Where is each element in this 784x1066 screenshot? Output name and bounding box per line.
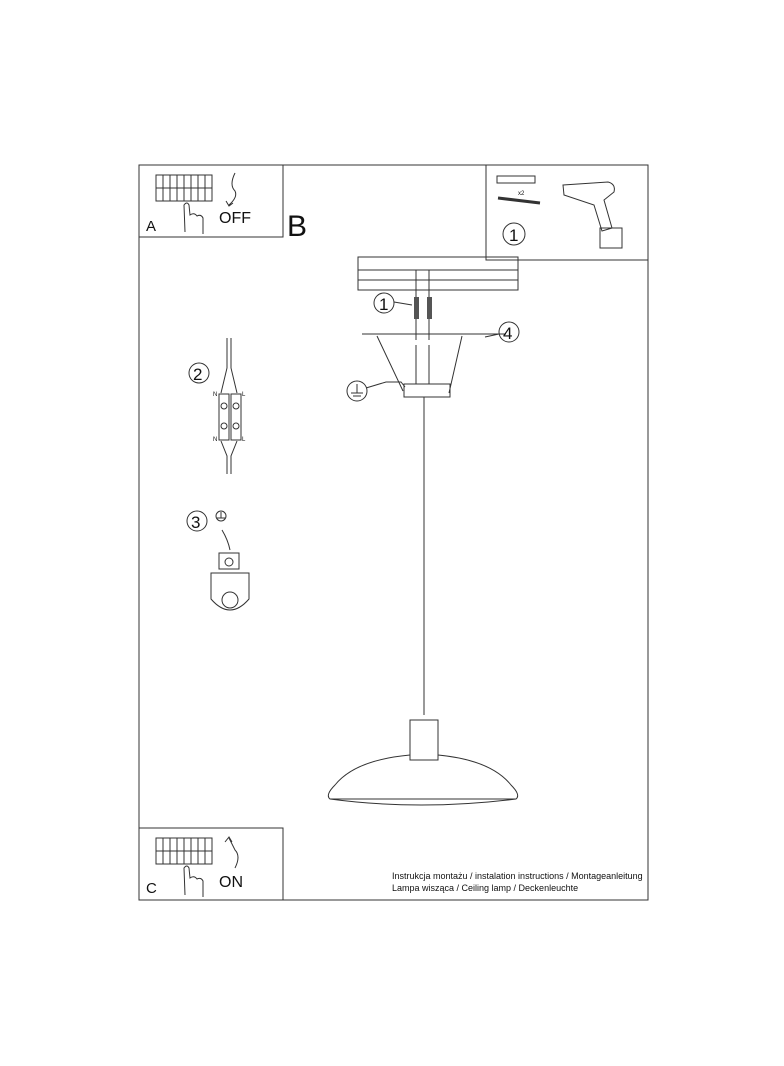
footer-line-1: Instrukcja montażu / instalation instruc…	[392, 871, 643, 881]
terminal-block-icon	[218, 393, 242, 441]
circuit-breaker-icon	[155, 174, 213, 202]
arrow-down-icon	[225, 172, 237, 207]
panel-c-power-on: C ON	[138, 827, 284, 901]
circuit-breaker-icon	[155, 837, 213, 865]
step-3-ground: 3	[186, 510, 250, 611]
svg-text:N: N	[213, 437, 217, 443]
svg-text:1: 1	[379, 295, 388, 314]
arrow-up-icon	[224, 836, 239, 869]
hand-icon	[183, 202, 204, 234]
lamp-shade	[327, 719, 519, 806]
step-c-letter: C	[146, 880, 157, 897]
screw-icon	[497, 196, 541, 205]
footer-line-2: Lampa wisząca / Ceiling lamp / Deckenleu…	[392, 883, 578, 893]
step-2-wiring: 2 N L N L	[188, 338, 246, 474]
tools-quantity: x2	[518, 191, 525, 197]
callout-3: 3	[191, 513, 200, 532]
step-a-letter: A	[146, 218, 156, 235]
ground-symbol-icon	[215, 510, 227, 522]
panel-a-power-off: A OFF	[138, 164, 284, 238]
callout-1-anchors: 1	[373, 292, 413, 314]
ceiling-mount-assembly	[346, 256, 519, 402]
step-a-action: OFF	[219, 210, 251, 227]
svg-text:N: N	[213, 392, 217, 398]
step-c-action: ON	[219, 874, 243, 891]
hand-icon	[183, 865, 204, 897]
tools-panel: x2 1	[485, 164, 649, 261]
svg-text:4: 4	[503, 324, 512, 343]
ground-symbol-icon	[346, 380, 368, 402]
svg-text:L: L	[242, 437, 246, 443]
wall-plug-icon	[496, 175, 536, 184]
tools-step-number: 1	[509, 226, 518, 245]
svg-text:L: L	[242, 392, 246, 398]
callout-2: 2	[193, 365, 202, 384]
drill-icon	[562, 181, 623, 249]
step-b-letter: B	[287, 210, 307, 243]
page-frame	[138, 164, 649, 901]
callout-4-screws: 4	[484, 321, 520, 343]
